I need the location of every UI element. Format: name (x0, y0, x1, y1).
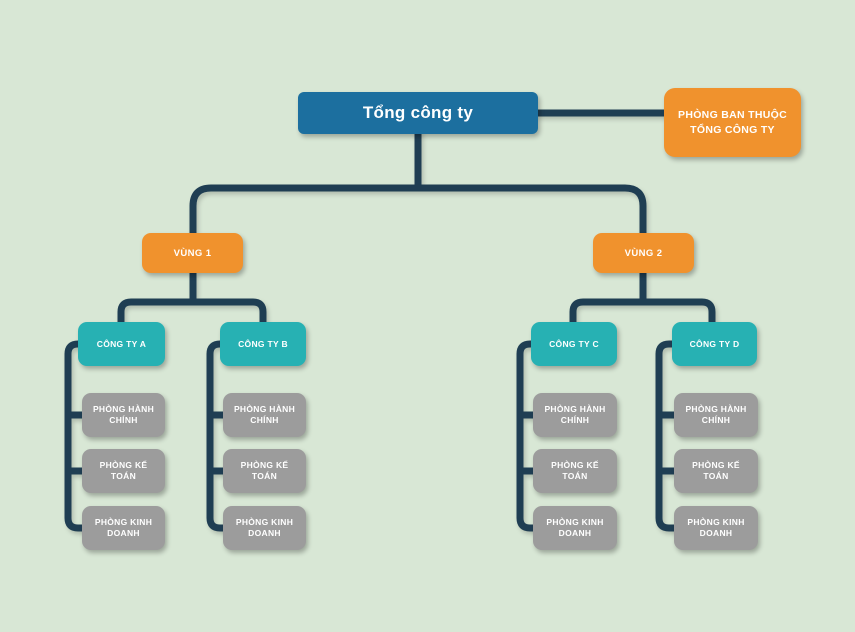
node-hq-departments[interactable]: PHÒNG BAN THUỘC TỔNG CÔNG TY (664, 88, 801, 157)
node-dept-a-kinh-doanh[interactable]: PHÒNG KINH DOANH (82, 506, 165, 550)
connector-region2-bar (569, 298, 716, 324)
connector-region1-bar (117, 298, 267, 324)
node-dept-c-ke-toan[interactable]: PHÒNG KẾ TOÁN (533, 449, 617, 493)
node-region-1[interactable]: VÙNG 1 (142, 233, 243, 273)
connector-company-c-spine (516, 340, 537, 532)
node-dept-c-hanh-chinh[interactable]: PHÒNG HÀNH CHÍNH (533, 393, 617, 437)
node-dept-d-kinh-doanh[interactable]: PHÒNG KINH DOANH (674, 506, 758, 550)
connector-regions-bar (189, 184, 647, 234)
connector-company-a-spine (64, 340, 86, 532)
node-dept-a-ke-toan[interactable]: PHÒNG KẾ TOÁN (82, 449, 165, 493)
node-dept-d-hanh-chinh[interactable]: PHÒNG HÀNH CHÍNH (674, 393, 758, 437)
node-dept-b-hanh-chinh[interactable]: PHÒNG HÀNH CHÍNH (223, 393, 306, 437)
node-dept-d-ke-toan[interactable]: PHÒNG KẾ TOÁN (674, 449, 758, 493)
connector-company-d-spine (655, 340, 678, 532)
node-dept-b-kinh-doanh[interactable]: PHÒNG KINH DOANH (223, 506, 306, 550)
node-company-d[interactable]: CÔNG TY D (672, 322, 757, 366)
node-root-company[interactable]: Tổng công ty (298, 92, 538, 134)
node-dept-b-ke-toan[interactable]: PHÒNG KẾ TOÁN (223, 449, 306, 493)
node-dept-a-hanh-chinh[interactable]: PHÒNG HÀNH CHÍNH (82, 393, 165, 437)
node-company-c[interactable]: CÔNG TY C (531, 322, 617, 366)
node-company-b[interactable]: CÔNG TY B (220, 322, 306, 366)
node-dept-c-kinh-doanh[interactable]: PHÒNG KINH DOANH (533, 506, 617, 550)
node-region-2[interactable]: VÙNG 2 (593, 233, 694, 273)
node-company-a[interactable]: CÔNG TY A (78, 322, 165, 366)
connector-company-b-spine (206, 340, 227, 532)
